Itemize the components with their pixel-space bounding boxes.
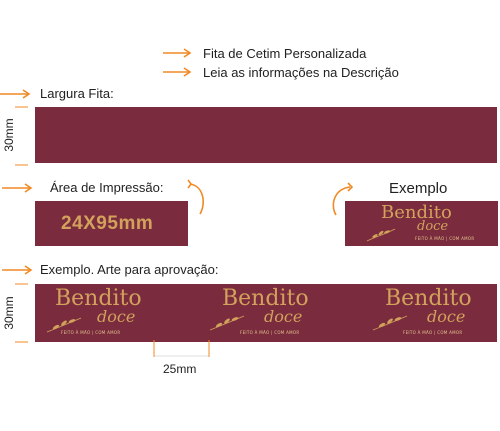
brand-name-bottom: doce — [417, 219, 449, 234]
brand-name-top: Bendito — [222, 286, 309, 311]
spacing-label: 25mm — [163, 362, 197, 376]
brand-name-bottom: doce — [97, 307, 136, 326]
arrow-right-icon — [2, 183, 33, 193]
print-area-label: Área de Impressão: — [50, 180, 164, 195]
approval-label: Exemplo. Arte para aprovação: — [40, 262, 219, 277]
brand-logo: Bendito doce FEITO À MÃO | COM AMOR — [46, 286, 177, 340]
arrow-right-icon — [0, 89, 31, 99]
dimension-bracket-icon — [15, 106, 28, 166]
brand-name-bottom: doce — [264, 307, 303, 326]
dimension-bracket-icon — [153, 340, 210, 357]
brand-logo: Bendito doce FEITO À MÃO | COM AMOR — [209, 286, 340, 340]
brand-logo: Bendito doce FEITO À MÃO | COM AMOR — [372, 286, 497, 340]
brand-tagline: FEITO À MÃO | COM AMOR — [240, 330, 300, 335]
height-label-top: 30mm — [2, 118, 16, 152]
curved-arrow-icon — [187, 179, 204, 215]
approval-ribbon: Bendito doce FEITO À MÃO | COM AMOR Bend… — [35, 284, 497, 342]
print-size-label: 24X95mm — [61, 213, 154, 234]
brand-logo: Bendito doce FEITO À MÃO | COM AMOR — [375, 202, 495, 244]
print-area-ribbon — [35, 201, 188, 246]
ribbon-width-sample — [35, 107, 497, 163]
height-label-bottom: 30mm — [2, 296, 16, 330]
arrow-right-icon — [163, 67, 192, 77]
example-label: Exemplo — [389, 180, 448, 197]
example-ribbon: Bendito doce FEITO À MÃO | COM AMOR — [345, 201, 498, 246]
brand-name-top: Bendito — [385, 286, 472, 311]
brand-tagline: FEITO À MÃO | COM AMOR — [415, 236, 475, 241]
arrow-right-icon — [163, 48, 192, 58]
note-line-2: Leia as informações na Descrição — [203, 65, 399, 80]
brand-tagline: FEITO À MÃO | COM AMOR — [403, 330, 463, 335]
brand-name-top: Bendito — [55, 286, 142, 311]
curved-arrow-icon — [332, 182, 354, 216]
leaf-branch-icon — [46, 317, 82, 333]
width-label: Largura Fita: — [40, 86, 114, 101]
leaf-branch-icon — [366, 228, 396, 242]
arrow-right-icon — [2, 265, 33, 275]
brand-name-bottom: doce — [427, 307, 466, 326]
brand-name-top: Bendito — [381, 202, 452, 223]
leaf-branch-icon — [372, 315, 408, 331]
leaf-branch-icon — [209, 315, 245, 331]
note-line-1: Fita de Cetim Personalizada — [203, 46, 367, 61]
brand-tagline: FEITO À MÃO | COM AMOR — [61, 330, 121, 335]
dimension-bracket-icon — [15, 283, 28, 343]
